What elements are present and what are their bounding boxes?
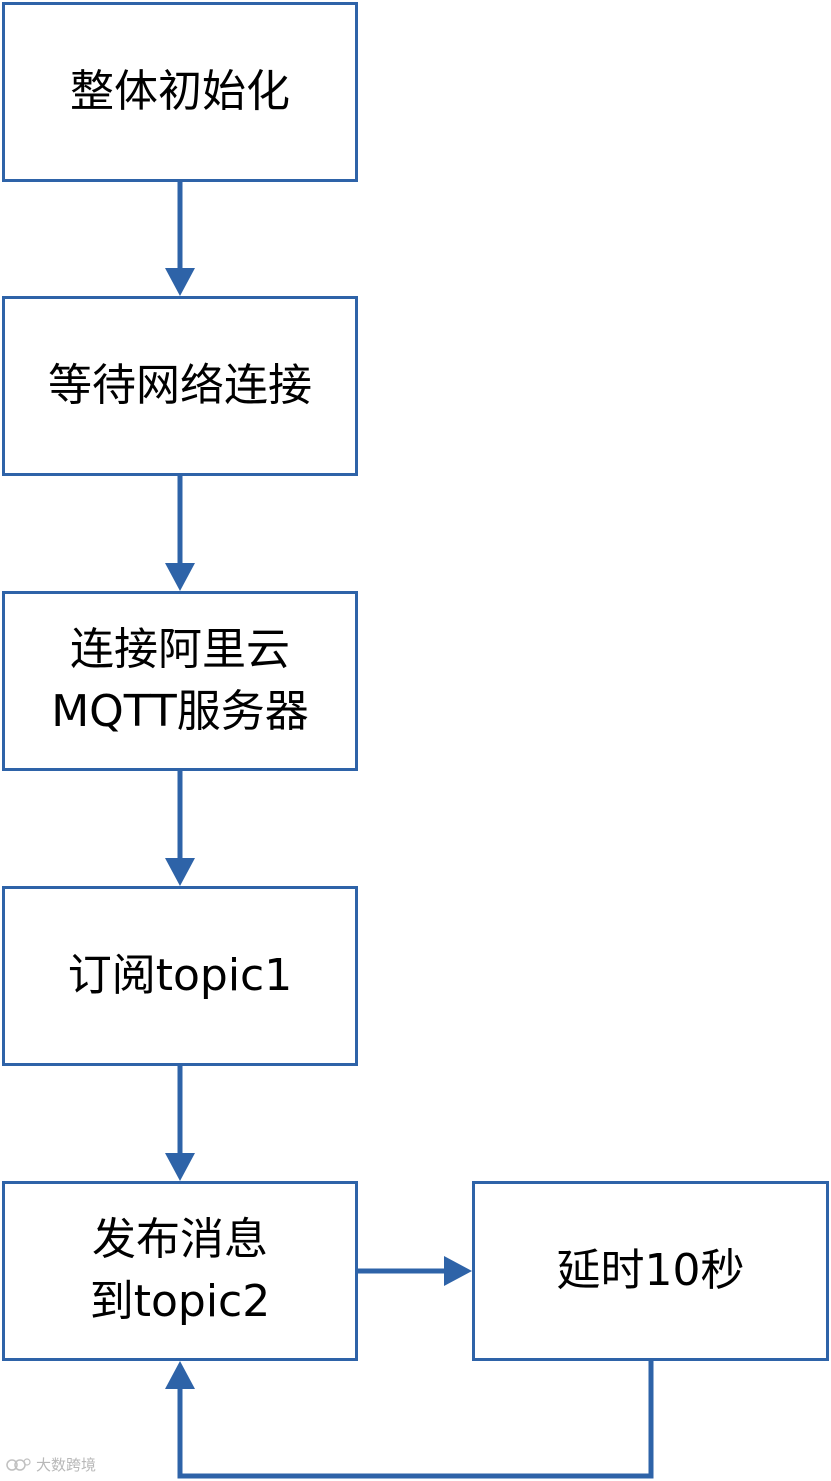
node-subscribe-topic1-label: 订阅topic1 (67, 950, 293, 1002)
node-wait-network-label: 等待网络连接 (48, 360, 312, 412)
watermark-text: 大数跨境 (36, 1456, 97, 1474)
arrowhead-n5-to-n6 (444, 1256, 472, 1286)
node-connect-mqtt: 连接阿里云 MQTT服务器 (2, 591, 358, 771)
node-delay-label: 延时10秒 (556, 1245, 745, 1297)
watermark-logo-icon (6, 1457, 31, 1471)
node-publish-topic2-label-line1: 发布消息 (92, 1214, 268, 1266)
node-subscribe-topic1: 订阅topic1 (2, 886, 358, 1066)
node-init-label: 整体初始化 (70, 66, 290, 118)
arrowhead-n2-to-n3 (165, 563, 195, 591)
node-connect-mqtt-label-line2: MQTT服务器 (51, 686, 309, 737)
node-delay: 延时10秒 (472, 1181, 829, 1361)
arrowhead-n6-to-n5 (165, 1361, 195, 1389)
watermark: 大数跨境 (6, 1454, 96, 1475)
node-wait-network: 等待网络连接 (2, 296, 358, 476)
node-publish-topic2: 发布消息 到topic2 (2, 1181, 358, 1361)
node-connect-mqtt-label-line1: 连接阿里云 (70, 624, 290, 676)
arrowhead-n3-to-n4 (165, 858, 195, 886)
node-publish-topic2-label-line2: 到topic2 (89, 1276, 271, 1327)
node-init: 整体初始化 (2, 2, 358, 182)
arrowhead-n4-to-n5 (165, 1153, 195, 1181)
arrow-n6-to-n5-loop (177, 1361, 654, 1479)
arrowhead-n1-to-n2 (165, 268, 195, 296)
